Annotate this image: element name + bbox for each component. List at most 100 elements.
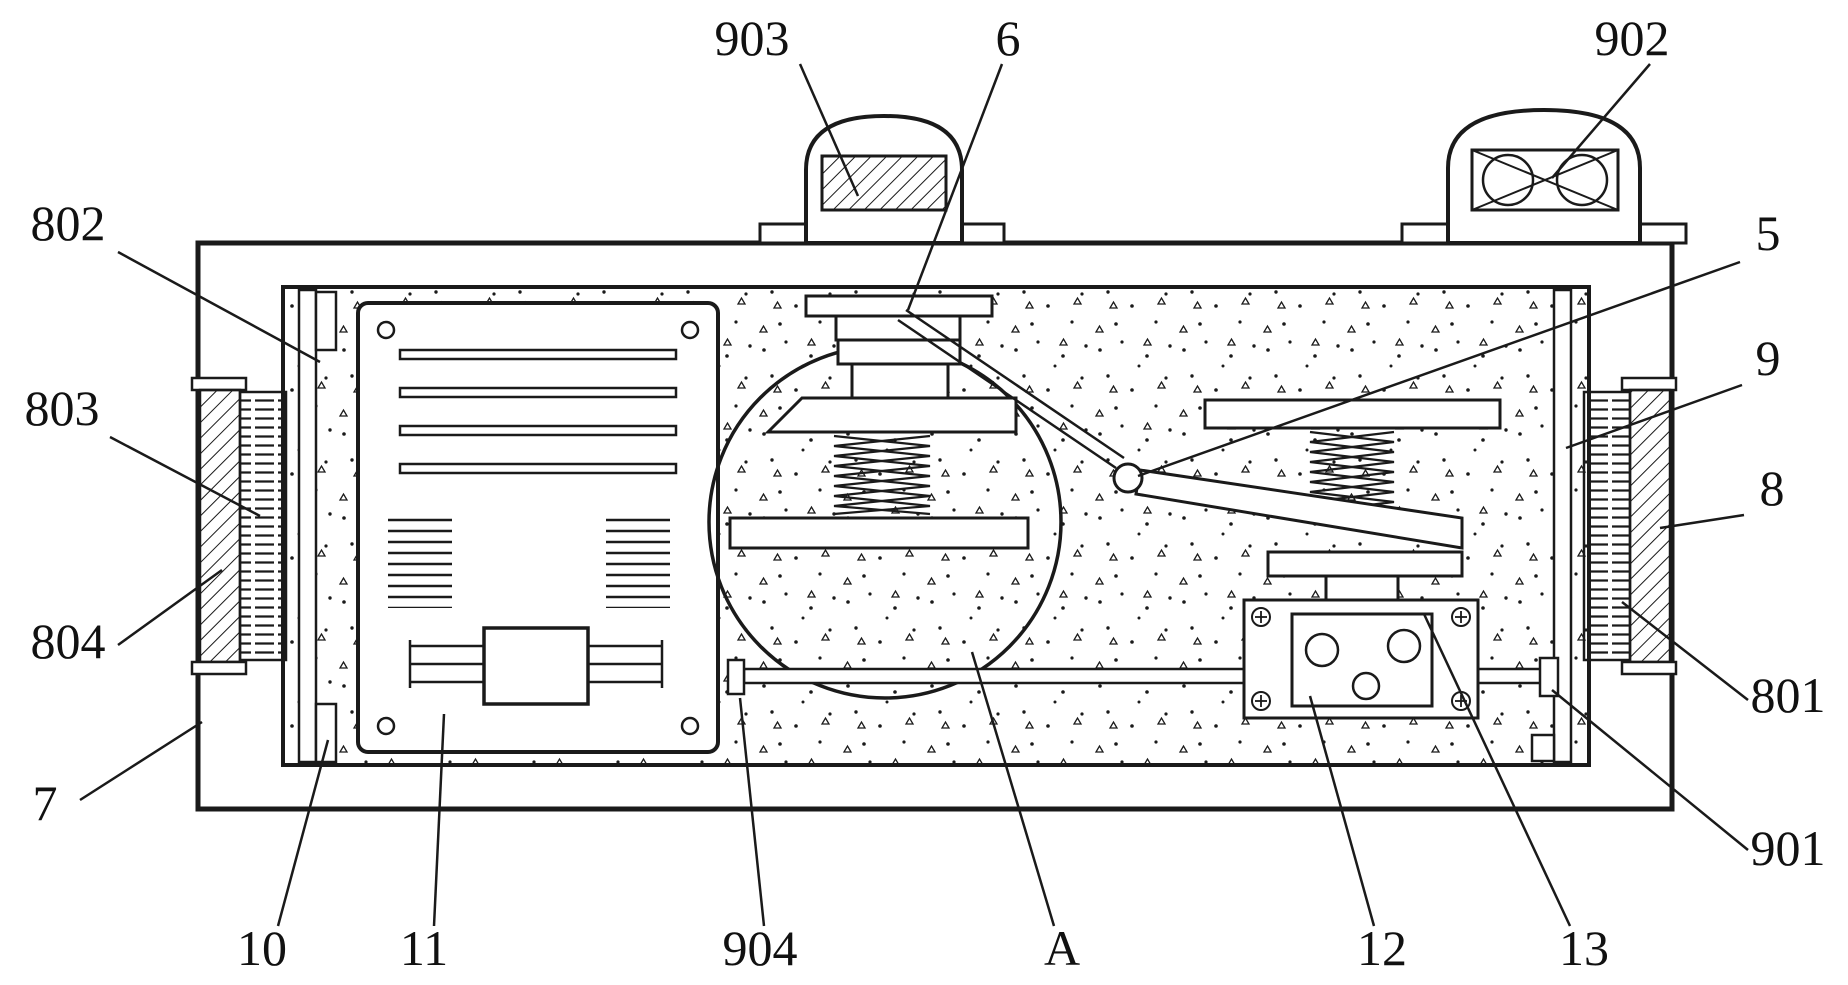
callout-label-A: A [1044,920,1080,976]
leader-line-802 [117,250,321,364]
rocker-linkage-5 [897,308,1464,550]
upper-press-plate [764,396,1018,434]
dome-foot [1638,222,1688,245]
dome-foot [956,222,1006,245]
bracket-stem [1324,574,1400,602]
link-rod-edge [905,308,1125,460]
mount-screw [1251,607,1271,627]
corner-block-bottom-right [1530,733,1556,763]
strip-cap [190,376,248,392]
panel-plate [356,301,720,754]
motor-hole [1351,671,1381,701]
dome-foot [1400,222,1450,245]
panel-screw [376,716,396,736]
leader-line-803 [109,435,261,518]
leader-line-904 [738,697,766,927]
leader-line-13 [1422,613,1572,927]
top-fan-dome-902 [1400,107,1688,245]
vent-slot [398,348,678,361]
bracket-plate-13 [1266,550,1464,578]
inner-wall-bar-9 [1552,288,1573,764]
leader-line-12 [1308,695,1376,927]
spring-coil [1309,430,1395,514]
link-rod-edge [897,318,1117,470]
dome-filter-hatch [820,154,948,212]
corner-block-top [314,290,338,352]
control-panel-11 [356,301,720,754]
upper-press-plate [1203,398,1502,430]
callout-label-904: 904 [723,920,798,976]
lower-press-plate [728,516,1030,550]
terminal-box [482,626,590,706]
left-wall-assembly [190,288,338,764]
vent-slot [398,462,678,475]
clamp-plate [804,294,994,318]
callout-label-901: 901 [1751,820,1826,876]
callout-label-13: 13 [1559,920,1609,976]
spring-coil [833,434,931,516]
callout-label-9: 9 [1756,330,1781,386]
side-filter-hatch-804 [198,388,242,664]
panel-screw [680,320,700,340]
callout-label-5: 5 [1756,205,1781,261]
leader-line-901 [1551,689,1749,851]
callout-label-8: 8 [1760,460,1785,516]
mount-screw [1451,607,1471,627]
fan-rotor [1481,153,1535,207]
rod-right-elbow-901 [1538,656,1560,698]
leader-line-10 [276,739,330,927]
vent-slot [398,424,678,437]
fan-blade-line [1471,149,1619,211]
right-wall-assembly [1530,288,1678,764]
leader-line-5 [1137,260,1741,478]
strip-cap [190,660,248,676]
clamp-jaw [834,314,962,342]
callout-label-12: 12 [1357,920,1407,976]
callout-label-804: 804 [31,613,106,669]
leader-line-A [970,651,1056,927]
panel-screw [680,716,700,736]
side-fin-stack-801 [1582,390,1632,662]
leader-line-8 [1659,513,1745,530]
leader-line-902 [1551,63,1651,179]
callout-label-801: 801 [1751,667,1826,723]
leader-line-801 [1621,601,1749,701]
rod-left-cap [726,658,746,696]
motor-hole [1386,628,1422,664]
callout-label-7: 7 [33,775,58,831]
mount-screw [1251,691,1271,711]
fin-grid-left [388,514,452,608]
motor-hole [1304,632,1340,668]
top-vent-dome-903 [758,113,1006,245]
left-spring-assembly [728,396,1030,550]
spring-coil [833,434,931,516]
hanger-plate [836,338,962,366]
strip-cap [1620,376,1678,392]
fan-rotor [1555,153,1609,207]
vent-slot [398,386,678,399]
drive-mount-12-13 [1242,550,1480,720]
top-clamp-6 [804,294,994,400]
leader-line-9 [1565,383,1743,450]
fin-grid-right [606,514,670,608]
inner-wall-bar-802 [297,288,318,764]
leader-line-11 [432,713,446,927]
callout-label-803: 803 [25,380,100,436]
strip-cap [1620,660,1678,676]
callout-label-11: 11 [400,920,448,976]
callout-label-6: 6 [996,10,1021,66]
corner-block-bottom-10 [314,702,338,764]
hanger-stem [850,362,950,400]
leader-line-6 [906,63,1004,311]
panel-screw [376,320,396,340]
dome-foot [758,222,808,245]
leader-line-804 [117,568,223,647]
callout-label-902: 902 [1595,10,1670,66]
leader-line-7 [79,720,203,802]
callout-label-10: 10 [237,920,287,976]
pivot-pin-5 [1112,462,1144,494]
right-spring-assembly [1203,398,1502,514]
